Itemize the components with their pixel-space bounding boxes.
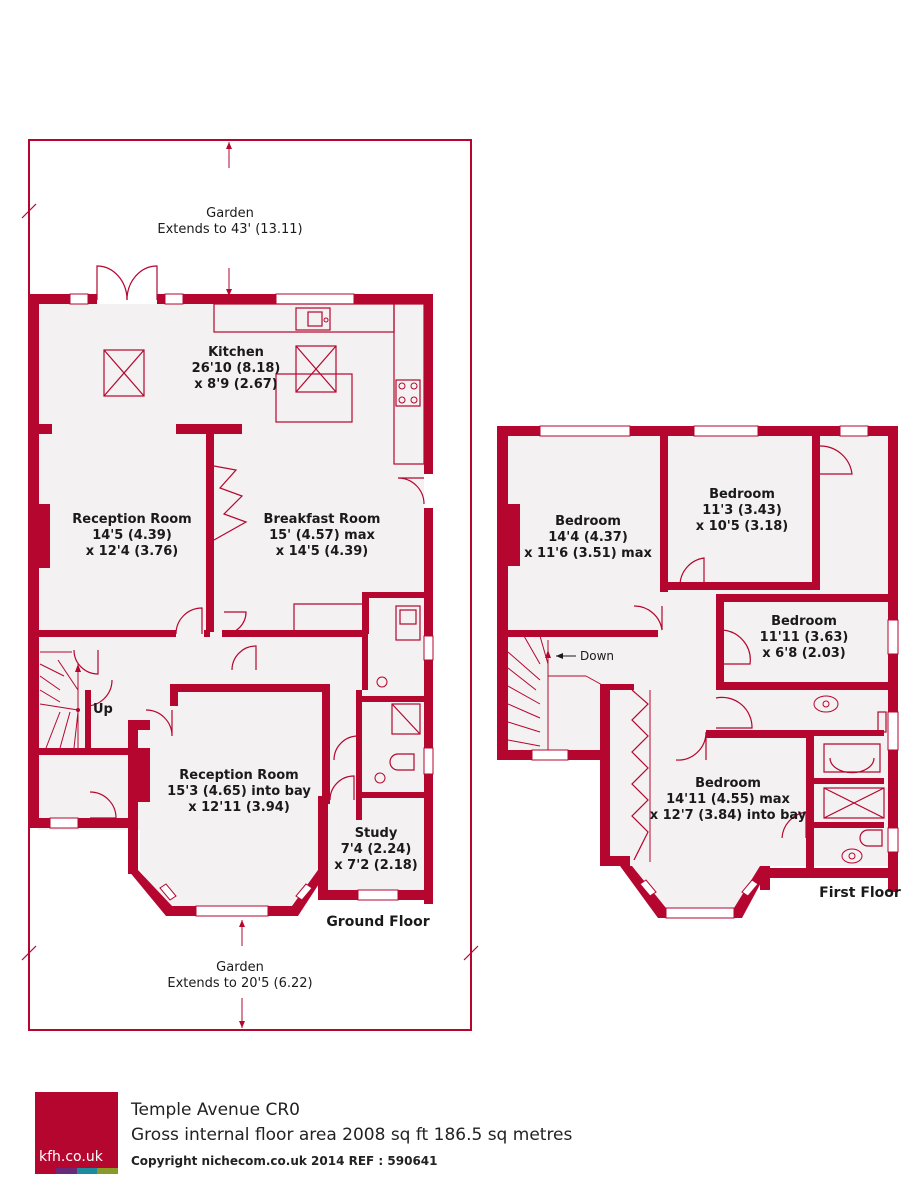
study-label: Study 7'4 (2.24) x 7'2 (2.18) (334, 826, 417, 873)
garden-front-extent: Extends to 20'5 (6.22) (167, 976, 312, 991)
reception-room-1-name: Reception Room (72, 512, 191, 527)
kitchen-label: Kitchen 26'10 (8.18) x 8'9 (2.67) (192, 345, 281, 392)
garden-rear-arrow (226, 142, 232, 296)
kitchen-name: Kitchen (208, 345, 264, 360)
bedroom-3-dim2: x 6'8 (2.03) (762, 646, 845, 661)
boundary-break-mark (463, 945, 479, 961)
logo-color-stripes (35, 1168, 118, 1174)
kitchen-dim1: 26'10 (8.18) (192, 361, 281, 376)
bedroom-2-dim2: x 10'5 (3.18) (696, 519, 789, 534)
bedroom-2-name: Bedroom (709, 487, 775, 502)
reception-room-1-label: Reception Room 14'5 (4.39) x 12'4 (3.76) (72, 512, 191, 559)
breakfast-room-label: Breakfast Room 15' (4.57) max x 14'5 (4.… (264, 512, 381, 559)
reception-room-2-name: Reception Room (179, 768, 298, 783)
logo-text: kfh.co.uk (39, 1149, 103, 1165)
breakfast-room-dim2: x 14'5 (4.39) (276, 544, 369, 559)
kitchen-dim2: x 8'9 (2.67) (194, 377, 277, 392)
property-title: Temple Avenue CR0 (131, 1100, 300, 1120)
bedroom-4-label: Bedroom 14'11 (4.55) max x 12'7 (3.84) i… (650, 776, 807, 823)
bedroom-3-dim1: 11'11 (3.63) (760, 630, 849, 645)
bedroom-1-label: Bedroom 14'4 (4.37) x 11'6 (3.51) max (524, 514, 652, 561)
bedroom-4-name: Bedroom (695, 776, 761, 791)
boundary-break-mark (21, 945, 37, 961)
study-dim1: 7'4 (2.24) (341, 842, 412, 857)
garden-rear-extent: Extends to 43' (13.11) (157, 222, 302, 237)
stairs-up-label: Up (93, 702, 113, 717)
bedroom-3-name: Bedroom (771, 614, 837, 629)
breakfast-room-name: Breakfast Room (264, 512, 381, 527)
bedroom-3-label: Bedroom 11'11 (3.63) x 6'8 (2.03) (760, 614, 849, 661)
first-floor-plan (497, 425, 899, 919)
bedroom-2-label: Bedroom 11'3 (3.43) x 10'5 (3.18) (696, 487, 789, 534)
floor-area: Gross internal floor area 2008 sq ft 186… (131, 1125, 573, 1145)
reception-room-2-dim1: 15'3 (4.65) into bay (167, 784, 311, 799)
bedroom-1-name: Bedroom (555, 514, 621, 529)
reception-room-1-dim2: x 12'4 (3.76) (86, 544, 179, 559)
reception-room-1-dim1: 14'5 (4.39) (92, 528, 172, 543)
bedroom-1-dim1: 14'4 (4.37) (548, 530, 628, 545)
reception-room-2-dim2: x 12'11 (3.94) (188, 800, 290, 815)
floor-plan: Garden Extends to 43' (13.11) Garden Ext… (21, 139, 901, 1031)
first-floor-label: First Floor (819, 885, 901, 901)
bedroom-4-dim1: 14'11 (4.55) max (666, 792, 790, 807)
bedroom-4-dim2: x 12'7 (3.84) into bay (650, 808, 807, 823)
bedroom-1-dim2: x 11'6 (3.51) max (524, 546, 652, 561)
kfh-logo[interactable]: kfh.co.uk (35, 1092, 118, 1174)
stairs-down-label: Down (580, 649, 614, 663)
garden-front-title: Garden (216, 960, 264, 975)
ground-floor-plan (29, 265, 434, 917)
reception-room-2-label: Reception Room 15'3 (4.65) into bay x 12… (167, 768, 311, 815)
garden-front-arrow (239, 920, 245, 1028)
bedroom-2-dim1: 11'3 (3.43) (702, 503, 782, 518)
study-dim2: x 7'2 (2.18) (334, 858, 417, 873)
copyright-ref: Copyright nichecom.co.uk 2014 REF : 5906… (131, 1154, 438, 1168)
garden-front-label: Garden Extends to 20'5 (6.22) (167, 960, 312, 991)
garden-rear-title: Garden (206, 206, 254, 221)
boundary-break-mark (21, 203, 37, 219)
ground-floor-label: Ground Floor (326, 914, 429, 930)
breakfast-room-dim1: 15' (4.57) max (269, 528, 375, 543)
study-name: Study (355, 826, 398, 841)
garden-rear-label: Garden Extends to 43' (13.11) (157, 206, 302, 237)
